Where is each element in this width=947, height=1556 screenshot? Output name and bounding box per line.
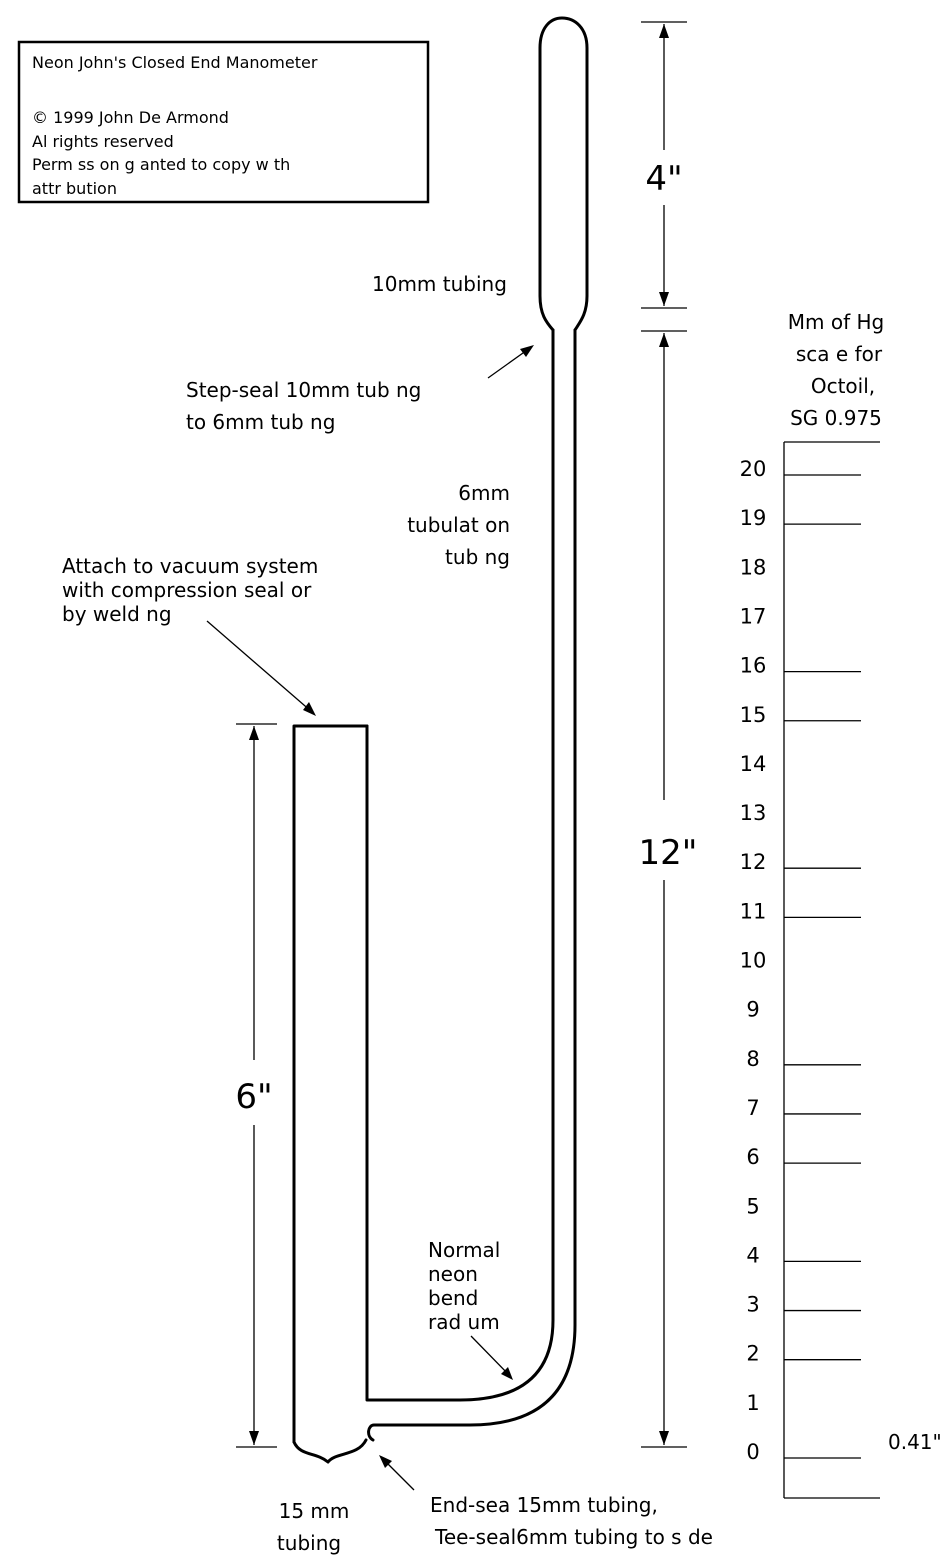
scale-tick-label: 10 <box>740 949 767 973</box>
svg-text:15 mm: 15 mm <box>279 1499 350 1523</box>
scale-tick-label: 12 <box>740 850 767 874</box>
scale-tick-label: 20 <box>740 457 767 481</box>
scale-title: Mm of Hg sca e for Octoil, SG 0.975 <box>788 310 884 430</box>
svg-text:neon: neon <box>428 1262 478 1286</box>
manometer-tube <box>292 16 589 1464</box>
svg-text:End-sea 15mm tubing,: End-sea 15mm tubing, <box>430 1493 658 1517</box>
label-bend-radius: Normal neon bend rad um <box>428 1238 513 1380</box>
svg-text:by weld ng: by weld ng <box>62 602 172 626</box>
scale-tick-label: 6 <box>746 1145 759 1169</box>
dimension-label-12in: 12" <box>639 833 698 873</box>
scale-tick-label: 4 <box>746 1243 759 1267</box>
scale-tick-label: 5 <box>746 1194 759 1218</box>
scale-tick-label: 13 <box>740 801 767 825</box>
bulb-10mm <box>538 16 589 332</box>
scale-tick-label: 15 <box>740 703 767 727</box>
scale-tick-label: 8 <box>746 1047 759 1071</box>
dimension-label-4in: 4" <box>645 159 682 199</box>
svg-text:tubulat on: tubulat on <box>407 513 510 537</box>
scale-tick-label: 2 <box>746 1342 759 1366</box>
scale-tick-label: 3 <box>746 1293 759 1317</box>
tube-15mm <box>292 724 369 1444</box>
end-seal <box>292 1438 368 1464</box>
scale-tick-label: 1 <box>746 1391 759 1415</box>
label-end-seal: End-sea 15mm tubing, Tee-seal6mm tubing … <box>379 1455 713 1549</box>
scale-tick-label: 17 <box>740 604 767 628</box>
svg-text:tubing: tubing <box>277 1531 341 1555</box>
label-step-seal: Step-seal 10mm tub ng to 6mm tub ng <box>186 345 534 434</box>
dimension-6in: 6" <box>235 723 277 1448</box>
svg-text:Tee-seal6mm tubing to s de: Tee-seal6mm tubing to s de <box>434 1525 713 1549</box>
rights-text: Al rights reserved <box>32 132 174 151</box>
scale-spacing-label: 0.41" <box>888 1430 942 1454</box>
tubulation-6mm-inner <box>365 328 555 1402</box>
svg-text:to 6mm tub ng: to 6mm tub ng <box>186 410 335 434</box>
svg-text:6mm: 6mm <box>458 481 510 505</box>
scale-tick-label: 19 <box>740 506 767 530</box>
title-text: Neon John's Closed End Manometer <box>32 53 318 72</box>
scale-tick-label: 0 <box>746 1440 759 1464</box>
svg-text:sca e for: sca e for <box>796 342 883 366</box>
svg-text:Mm of Hg: Mm of Hg <box>788 310 884 334</box>
dimension-12in: 12" <box>639 330 698 1448</box>
copyright-text: © 1999 John De Armond <box>32 108 229 127</box>
scale-tick-label: 14 <box>740 752 767 776</box>
svg-text:SG 0.975: SG 0.975 <box>790 406 882 430</box>
svg-text:tub ng: tub ng <box>445 545 510 569</box>
svg-text:Normal: Normal <box>428 1238 500 1262</box>
svg-text:rad um: rad um <box>428 1310 500 1334</box>
permission-text: Perm ss on g anted to copy w th <box>32 155 290 174</box>
svg-text:Octoil,: Octoil, <box>811 374 875 398</box>
svg-text:Step-seal 10mm tub ng: Step-seal 10mm tub ng <box>186 378 421 402</box>
scale-tick-label: 11 <box>740 899 767 923</box>
svg-text:Attach to vacuum system: Attach to vacuum system <box>62 554 318 578</box>
tubulation-6mm <box>367 328 577 1442</box>
title-box: Neon John's Closed End Manometer © 1999 … <box>17 40 430 204</box>
scale-tick-label: 16 <box>740 654 767 678</box>
scale-tick-label: 9 <box>746 998 759 1022</box>
label-tubulation: 6mm tubulat on tub ng <box>407 481 510 569</box>
label-15mm-tubing: 15 mm tubing <box>277 1499 349 1555</box>
svg-text:with compression seal or: with compression seal or <box>62 578 312 602</box>
scale-tick-label: 7 <box>746 1096 759 1120</box>
dimension-4in: 4" <box>641 21 687 309</box>
scale-tick-label: 18 <box>740 555 767 579</box>
dimension-label-6in: 6" <box>235 1077 272 1117</box>
svg-text:bend: bend <box>428 1286 478 1310</box>
label-attach: Attach to vacuum system with compression… <box>62 554 318 716</box>
attribution-text: attr bution <box>32 179 117 198</box>
label-10mm-tubing: 10mm tubing <box>372 272 507 296</box>
